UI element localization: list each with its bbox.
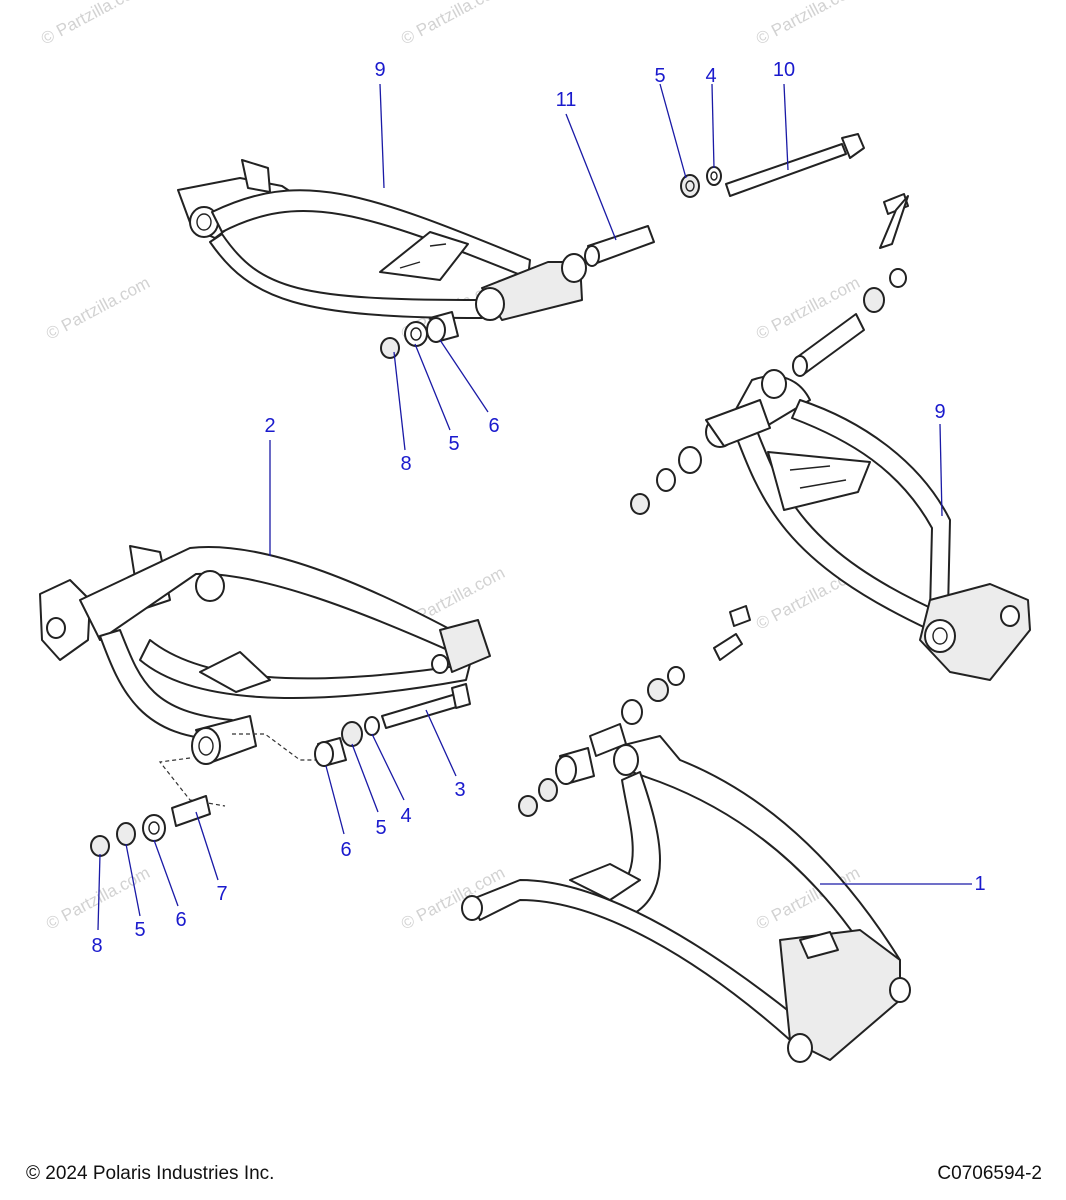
right-arm-hardware [630,193,909,515]
left-arm-hardware [90,683,471,857]
callout-6: 6 [340,839,351,861]
callout-8: 8 [400,453,411,475]
callout-8: 8 [91,935,102,957]
lower-control-arm-left [39,545,491,765]
upper-control-arm-top [177,159,587,321]
callout-5: 5 [654,65,665,87]
callout-5: 5 [448,433,459,455]
drawing-number: C0706594-2 [937,1163,1042,1184]
watermark: © Partzilla.com [753,0,863,49]
leader-lines [97,83,972,931]
callout-2: 2 [264,415,275,437]
callout-4: 4 [400,805,411,827]
callout-9: 9 [934,401,945,423]
callout-6: 6 [488,415,499,437]
callout-11: 11 [556,89,577,111]
callout-9: 9 [374,59,385,81]
callout-7: 7 [216,883,227,905]
copyright-text: © 2024 Polaris Industries Inc. [26,1163,275,1184]
callouts: 9 11 5 4 10 8 5 6 9 2 3 4 5 6 7 6 5 8 1 [91,59,985,957]
lower-control-arm-right [461,735,911,1063]
callout-5: 5 [134,919,145,941]
callout-1: 1 [974,873,985,895]
watermark: © Partzilla.com [43,273,153,344]
watermark: © Partzilla.com [398,0,508,49]
upper-control-arm-right [705,369,1031,681]
callout-6: 6 [175,909,186,931]
callout-10: 10 [773,59,795,81]
top-arm-hardware [380,133,865,359]
watermark: © Partzilla.com [38,0,148,49]
callout-3: 3 [454,779,465,801]
callout-4: 4 [705,65,716,87]
callout-5: 5 [375,817,386,839]
right-lower-hardware [518,605,751,817]
